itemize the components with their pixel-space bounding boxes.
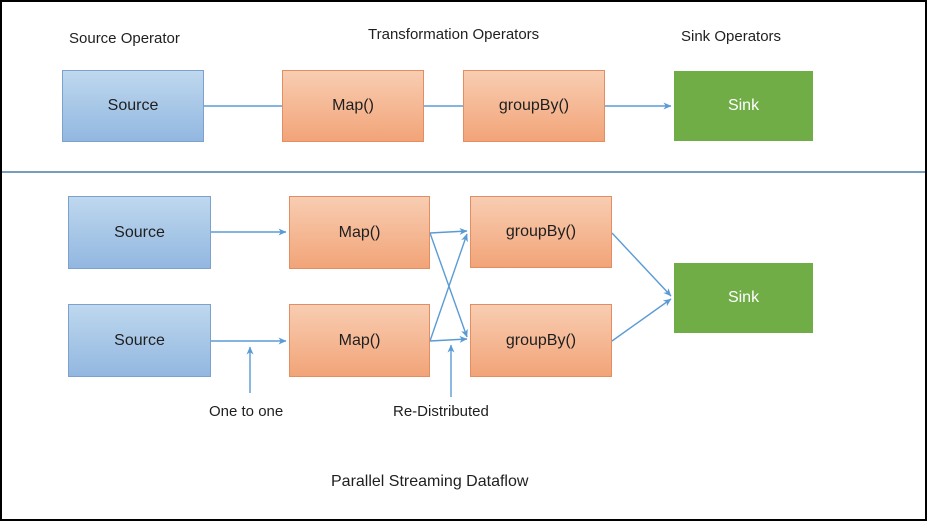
redistributed-label: Re-Distributed	[393, 403, 489, 420]
sink-operators-label: Sink Operators	[681, 28, 782, 45]
arrow-map1-groupby2	[429, 232, 468, 338]
top-groupby-box: groupBy()	[463, 70, 605, 142]
parallel-source2-box: Source	[68, 304, 211, 377]
arrow-map2-groupby2	[429, 335, 468, 343]
parallel-map2-box: Map()	[289, 304, 430, 377]
top-sink-box: Sink	[674, 71, 813, 141]
arrow-map1-groupby1	[429, 227, 468, 235]
source-operator-label: Source Operator	[69, 30, 180, 47]
parallel-map1-box: Map()	[289, 196, 430, 269]
top-map-box: Map()	[282, 70, 424, 142]
top-source-box: Source	[62, 70, 204, 142]
parallel-groupby1-box: groupBy()	[470, 196, 612, 268]
transformation-operators-label: Transformation Operators	[368, 26, 540, 43]
parallel-groupby2-box: groupBy()	[470, 304, 612, 377]
arrow-groupby2-sink	[611, 298, 672, 342]
arrow-groupby1-sink	[611, 232, 672, 297]
parallel-source1-box: Source	[68, 196, 211, 269]
arrow-map2-groupby1	[429, 233, 468, 342]
diagram-caption: Parallel Streaming Dataflow	[331, 473, 529, 490]
one-to-one-label: One to one	[209, 403, 284, 420]
parallel-sink-box: Sink	[674, 263, 813, 333]
